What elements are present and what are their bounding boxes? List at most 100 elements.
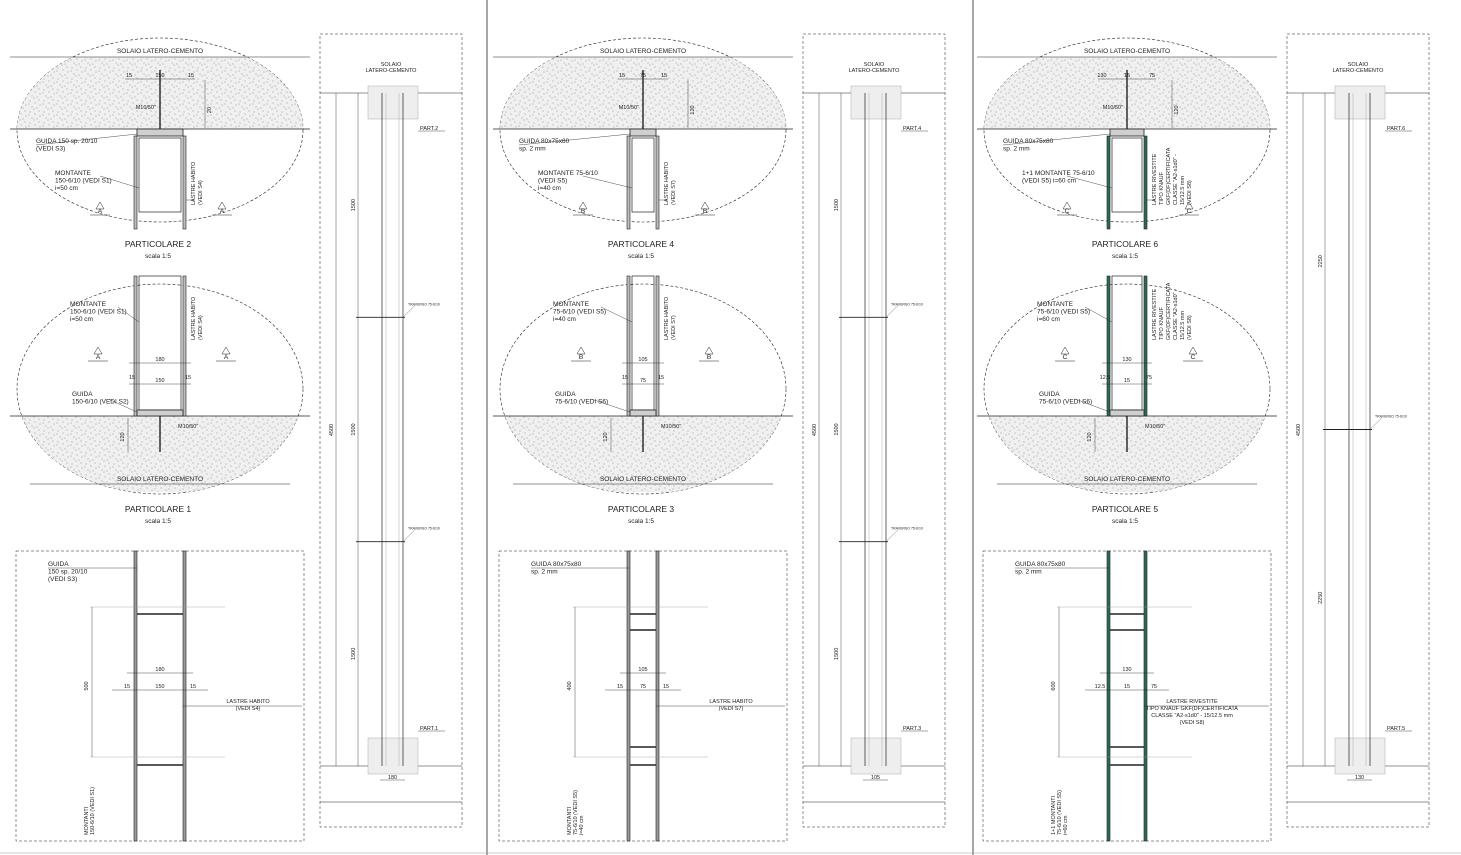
part-label: PART.5 [1387,726,1405,732]
stud-label-line: i=40 cm [538,185,561,192]
board-left [1106,550,1111,842]
studs-label: MONTANTI [567,806,573,835]
guide-label-line: sp. 2 mm [519,146,546,153]
stud-label-line: MONTANTE [1037,301,1074,308]
guide-label-line: GUIDA 80x75x80 [1003,138,1054,145]
dim-text: 180 [155,357,164,363]
studs-interval: i=60 cm [1063,815,1069,835]
guide-label-line: GUIDA [1039,391,1060,398]
leader-line [590,398,631,413]
dim-text: 180 [388,775,397,781]
board-right [655,550,660,842]
leader-line [600,306,633,323]
boards-label: LASTRE HABITO [664,161,670,205]
studs-interval: i=40 cm [579,815,585,835]
section-letter: B [707,354,711,361]
dim-text: 105 [638,357,647,363]
section-arrow [217,201,227,210]
top-slab-detail [367,85,419,120]
section-letter: A [220,208,225,215]
section-letter: A [224,354,229,361]
dim-text: 15 [126,73,132,79]
section-frame [982,550,1272,842]
section-arrow [221,346,231,355]
dim-text: 15 [661,73,667,79]
dim-text: 1500 [834,648,840,660]
dim-text: 15 [622,375,628,381]
dim-text: 15 [1124,378,1130,384]
detail-title: PARTICOLARE 1 [125,504,192,514]
section-arrow [1062,201,1072,210]
leader-line [402,529,416,542]
boards-label: TIPO KNAUF [1159,171,1165,205]
stud-label-line: MONTANTE 75-6/10 [538,170,598,177]
stud-profile [138,137,182,213]
boards-label: CLASSE "A2-s1d0" - [1173,289,1179,340]
anchor-label: M10/50" [178,424,198,430]
dim-text: 180 [155,667,164,673]
slab-label: SOLAIO LATERO-CEMENTO [1084,48,1170,55]
studs-ref: 75-6/10 (VEDI S5) [1057,790,1063,835]
guide-label-line: 150-6/10 (VEDI S2) [72,399,129,406]
slab-label: SOLAIO LATERO-CEMENTO [600,476,686,483]
boards-label: GKF(DF)CERTIFICATA [1166,147,1172,205]
dim-text: 1500 [351,199,357,211]
detail-scale: scala 1:5 [1112,253,1138,260]
slab-label: SOLAIO LATERO-CEMENTO [600,48,686,55]
dim-text: 15 [190,684,196,690]
dim-text: 15 [619,73,625,79]
leader-line [885,305,899,318]
dim-text: 4500 [812,424,818,436]
stud-profile [1111,137,1143,213]
detail-scale: scala 1:5 [145,253,171,260]
guide-profile [1109,409,1145,417]
dim-text: 130 [1097,73,1106,79]
board-left [626,275,631,417]
detail-title: PARTICOLARE 3 [608,504,675,514]
guide-label-line: (VEDI S3) [48,576,77,583]
boards-label: LASTRE RIVESTITE [1152,288,1158,340]
board-right [1143,275,1148,417]
dim-text: 15 [658,375,664,381]
guide-profile [136,409,184,417]
elevation-frame [1286,33,1430,828]
board-right [182,135,187,230]
top-slab-detail [850,85,902,120]
leader-line [117,306,140,323]
dim-text: 20 [207,107,213,113]
section-letter: B [581,208,585,215]
section-letter: B [703,208,707,215]
anchor-label: M10/50" [619,105,639,111]
dim-text: 15 [185,375,191,381]
leader-line [1369,417,1383,430]
dim-text: 150 [155,378,164,384]
stud-label-line: 150-6/10 (VEDI S1) [70,309,127,316]
section-letter: C [1187,208,1192,215]
leader-line [582,175,633,189]
section-arrow [700,201,710,210]
boards-label: 15/12.5 mm [1180,311,1186,340]
boards-label: LASTRE RIVESTITE [1152,153,1158,205]
elevation-slab-label: SOLAIO [381,62,402,68]
slab-label: SOLAIO LATERO-CEMENTO [117,476,203,483]
section-arrow [95,201,105,210]
guide-label-line: GUIDA [48,561,69,568]
section-frame [498,550,788,842]
boards-label: (VEDI S4) [198,315,204,340]
top-slab-detail [1334,85,1386,120]
guide-profile [629,409,657,417]
leader-line [885,529,899,542]
board-left [133,550,138,842]
boards-label: (VEDI S4) [198,180,204,205]
board-left [626,550,631,842]
dim-text: 105 [871,775,880,781]
detail-bottom-boundary [983,283,1271,495]
stud-label-line: 150-6/10 (VEDI S1) [55,178,112,185]
part-label: PART.6 [1387,126,1405,132]
detail-scale: scala 1:5 [1112,518,1138,525]
board-right [1143,135,1148,230]
leader-line [402,305,416,318]
board-left [626,135,631,230]
dim-text: 12.5 [1095,684,1106,690]
stud-label-line: 1+1 MONTANTE 75-6/10 [1022,170,1095,177]
